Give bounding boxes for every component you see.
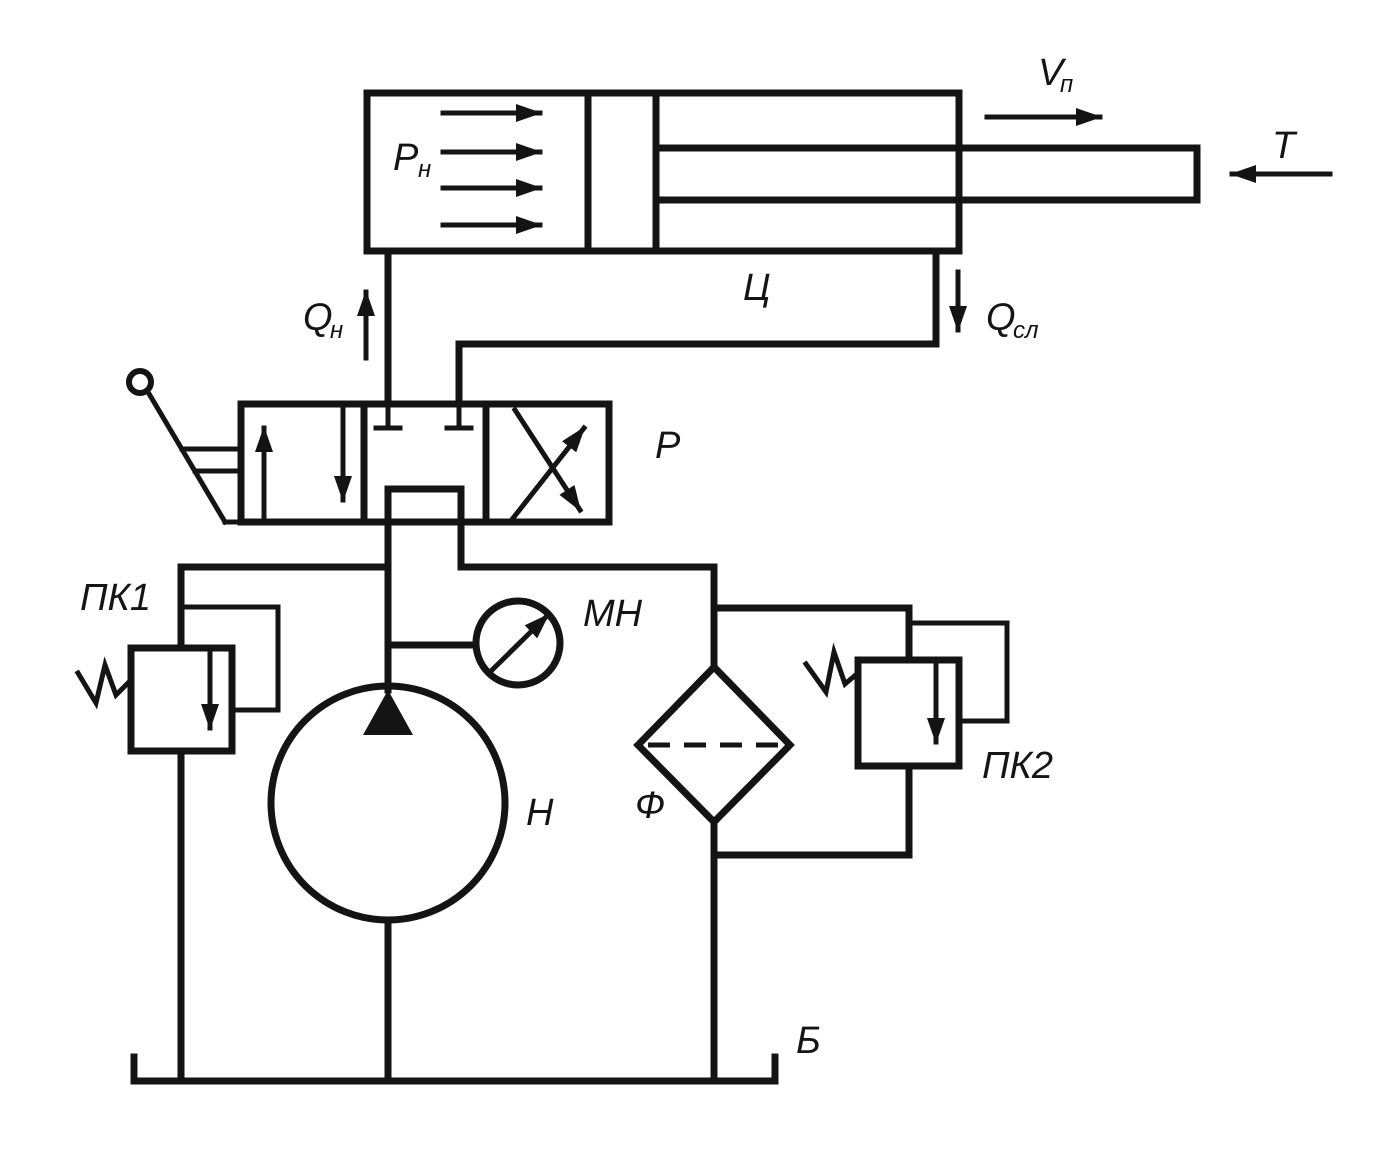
pump-triangle-icon bbox=[363, 690, 413, 735]
valve-body bbox=[237, 400, 613, 526]
velocity-label: V bbox=[1038, 52, 1067, 94]
pump bbox=[267, 682, 509, 924]
relief-valve-2 bbox=[802, 620, 1010, 770]
flow-out-subscript: сл bbox=[1013, 317, 1039, 344]
manometer bbox=[472, 597, 564, 689]
tank-label: Б bbox=[796, 1020, 821, 1062]
filter bbox=[633, 661, 795, 827]
piston-rod bbox=[652, 144, 1201, 204]
pressure-arrows bbox=[440, 104, 543, 234]
distributor-label: Р bbox=[655, 425, 681, 467]
manual-lever bbox=[126, 368, 244, 526]
flow-in-subscript: н bbox=[330, 317, 343, 344]
filter-label: Ф bbox=[635, 785, 665, 827]
pressure-lines bbox=[357, 247, 967, 408]
cylinder-piston bbox=[584, 89, 660, 255]
hydraulic-cylinder bbox=[363, 89, 1333, 255]
flow-out-label: Q bbox=[986, 297, 1016, 339]
tank bbox=[130, 1053, 779, 1085]
load-label: T bbox=[1272, 125, 1298, 167]
supply-lines bbox=[177, 518, 913, 1085]
relief-valve-1-label: ПК1 bbox=[80, 577, 151, 619]
velocity-subscript: п bbox=[1060, 71, 1073, 98]
relief-valve-2-label: ПК2 bbox=[982, 745, 1053, 787]
pump-label: Н bbox=[526, 792, 554, 834]
pressure-subscript: н bbox=[418, 156, 431, 183]
labels: P н V п T Ц Q н Q сл Р ПК1 МН ПК2 Н Ф Б bbox=[80, 52, 1298, 1062]
cylinder-body bbox=[363, 89, 963, 255]
relief-valve-1 bbox=[74, 604, 281, 755]
pressure-label: P bbox=[393, 137, 419, 179]
manometer-label: МН bbox=[583, 593, 643, 635]
directional-valve bbox=[126, 368, 613, 526]
flow-in-label: Q bbox=[303, 297, 333, 339]
cylinder-label: Ц bbox=[743, 267, 771, 309]
